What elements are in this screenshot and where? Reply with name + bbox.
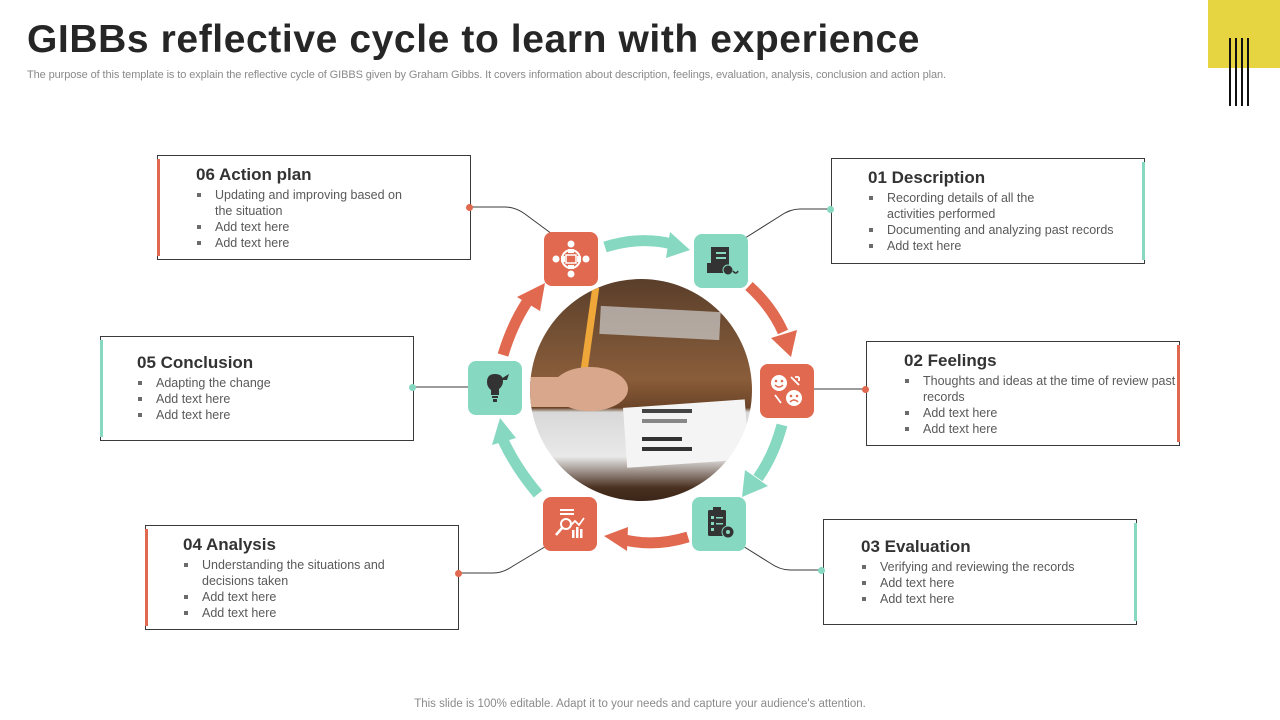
- step-icon-description[interactable]: [694, 234, 748, 288]
- card-action-plan: 06 Action plan Updating and improving ba…: [157, 155, 471, 260]
- step-icon-evaluation[interactable]: [692, 497, 746, 551]
- bullet-item: Add text here: [137, 391, 397, 407]
- arrow-feelings-to-evaluation: [753, 423, 788, 482]
- bullet-item: Understanding the situations and decisio…: [183, 557, 417, 589]
- bullet-item: Thoughts and ideas at the time of review…: [904, 373, 1178, 405]
- arrow-head: [666, 232, 690, 258]
- bullet-item: Add text here: [861, 575, 1131, 591]
- connector-dot: [455, 570, 462, 577]
- bullet-item: Verifying and reviewing the records: [861, 559, 1131, 575]
- card-conclusion: 05 Conclusion Adapting the change Add te…: [100, 336, 414, 441]
- accent-bar: [145, 529, 148, 626]
- footer-note: This slide is 100% editable. Adapt it to…: [414, 698, 866, 710]
- bullet-item: Add text here: [137, 407, 397, 423]
- step-icon-analysis[interactable]: [543, 497, 597, 551]
- card-title: 01 Description: [868, 168, 986, 187]
- bullet-item: Add text here: [196, 235, 456, 251]
- arrow-description-to-feelings: [745, 281, 789, 335]
- card-title: 04 Analysis: [183, 535, 276, 554]
- card-title: 06 Action plan: [196, 165, 312, 184]
- document-scroll-icon: [707, 247, 739, 276]
- emotions-faces-icon: [771, 375, 802, 406]
- card-title: 02 Feelings: [904, 351, 997, 370]
- bullet-item: Adapting the change: [137, 375, 397, 391]
- card-evaluation: 03 Evaluation Verifying and reviewing th…: [823, 519, 1137, 625]
- page-subtitle: The purpose of this template is to expla…: [27, 69, 946, 81]
- accent-bar: [157, 159, 160, 256]
- clipboard-gear-icon: [708, 507, 735, 539]
- step-icon-feelings[interactable]: [760, 364, 814, 418]
- card-description: 01 Description Recording details of all …: [831, 158, 1145, 264]
- arrow-head: [517, 283, 545, 311]
- arrow-action-to-description: [603, 235, 674, 253]
- arrow-head: [742, 470, 768, 497]
- connector-action-plan: [470, 206, 553, 235]
- bullet-item: Add text here: [904, 405, 1174, 421]
- arrow-evaluation-to-analysis: [623, 531, 690, 549]
- connector-dot: [818, 567, 825, 574]
- connector-dot: [827, 206, 834, 213]
- step-icon-conclusion[interactable]: [468, 361, 522, 415]
- page-title: GIBBs reflective cycle to learn with exp…: [27, 18, 921, 61]
- step-icon-action-plan[interactable]: [544, 232, 598, 286]
- arrow-conclusion-to-action: [497, 298, 532, 357]
- accent-bar: [1142, 162, 1145, 260]
- connector-evaluation: [737, 542, 822, 571]
- decorative-yellow-block: [1208, 0, 1280, 68]
- arrow-head: [771, 330, 797, 357]
- connector-dot: [466, 204, 473, 211]
- accent-bar: [1177, 345, 1180, 442]
- decorative-stripes: [1229, 38, 1249, 106]
- bullet-item: Add text here: [183, 589, 448, 605]
- connector-analysis: [459, 544, 549, 574]
- arrow-head: [604, 527, 628, 551]
- bullet-item: Add text here: [868, 238, 1143, 254]
- bullet-item: Documenting and analyzing past records: [868, 222, 1143, 238]
- bullet-item: Add text here: [183, 605, 448, 621]
- card-title: 05 Conclusion: [137, 353, 254, 372]
- accent-bar: [100, 340, 103, 437]
- card-analysis: 04 Analysis Understanding the situations…: [145, 525, 459, 630]
- connector-dot: [409, 384, 416, 391]
- accent-bar: [1134, 523, 1137, 621]
- center-photo: [530, 279, 752, 501]
- bullet-item: Add text here: [196, 219, 456, 235]
- head-lightbulb-icon: [487, 374, 509, 402]
- photo-illustration: [530, 287, 749, 468]
- bullet-item: Recording details of all the activities …: [868, 190, 1067, 222]
- arrow-analysis-to-conclusion: [498, 437, 543, 498]
- analytics-magnifier-icon: [555, 509, 585, 538]
- bullet-item: Add text here: [904, 421, 1174, 437]
- card-title: 03 Evaluation: [861, 537, 971, 556]
- connector-dot: [862, 386, 869, 393]
- bullet-item: Updating and improving based on the situ…: [196, 187, 415, 219]
- team-meeting-icon: [552, 240, 590, 278]
- connector-description: [741, 208, 831, 241]
- arrow-head: [492, 418, 516, 445]
- card-feelings: 02 Feelings Thoughts and ideas at the ti…: [866, 341, 1180, 446]
- bullet-item: Add text here: [861, 591, 1131, 607]
